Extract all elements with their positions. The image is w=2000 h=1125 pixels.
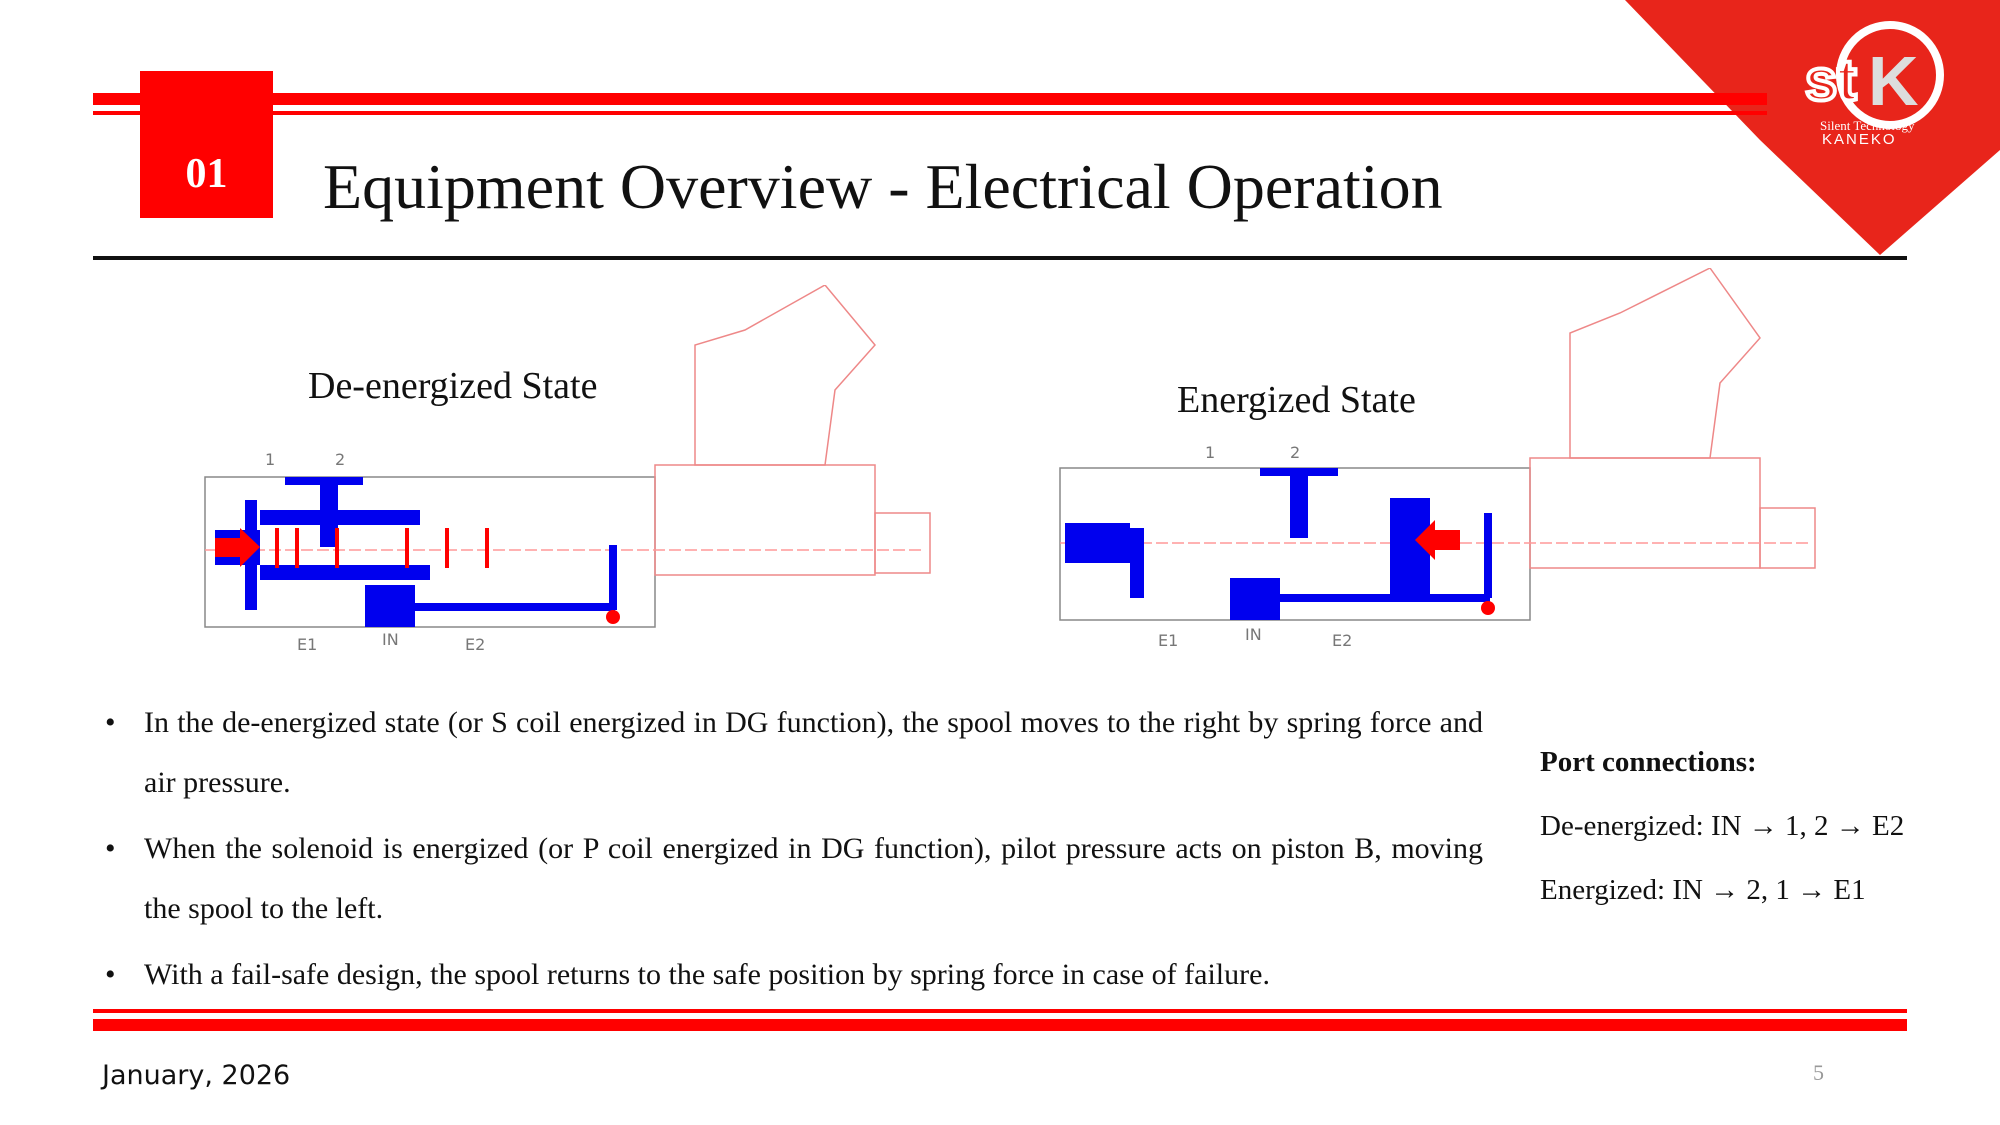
section-number: 01 [185, 151, 228, 197]
svg-text:KANEKO: KANEKO [1822, 131, 1897, 148]
bullet-item: When the solenoid is energized (or P coi… [105, 819, 1483, 939]
diagram-label-energized: Energized State [1177, 379, 1416, 421]
port-connections-energized: Energized: IN → 2, 1 → E1 [1540, 874, 1866, 906]
diagram-label-de-energized: De-energized State [308, 365, 598, 407]
port-label-e2: E2 [1332, 631, 1352, 650]
port-connections: Port connections: De-energized: IN → 1, … [1540, 730, 1904, 922]
port-label-in: IN [382, 630, 399, 649]
port-connections-de-energized: De-energized: IN → 1, 2 → E2 [1540, 810, 1905, 842]
valve-diagram-energized: 1 2 E1 IN E2 [1059, 268, 1816, 650]
port-label-e2: E2 [465, 635, 485, 654]
port-label-1: 1 [265, 450, 275, 469]
footer-rule-thin [93, 1009, 1907, 1013]
header-rule-thin [93, 111, 1767, 115]
footer-rule-thick [93, 1019, 1907, 1031]
port-label-e1: E1 [297, 635, 317, 654]
bullet-list: In the de-energized state (or S coil ene… [105, 693, 1483, 1011]
svg-text:K: K [1868, 42, 1919, 120]
kaneko-logo: st K Silent Technology KANEKO [1625, 0, 2000, 255]
port-label-1: 1 [1205, 443, 1215, 462]
section-number-badge: 01 [140, 71, 273, 218]
port-label-2: 2 [1290, 443, 1300, 462]
page-title: Equipment Overview - Electrical Operatio… [323, 151, 1443, 222]
title-underline [93, 256, 1907, 260]
port-label-e1: E1 [1158, 631, 1178, 650]
valve-diagram-de-energized: 1 2 E1 IN E2 [204, 285, 931, 654]
header-rule-thick [93, 93, 1767, 105]
bullet-item: With a fail-safe design, the spool retur… [105, 945, 1483, 1005]
svg-text:Silent Technology: Silent Technology [1820, 118, 1915, 133]
port-label-in: IN [1245, 625, 1262, 644]
page-number: 5 [1813, 1060, 1824, 1085]
bullet-item: In the de-energized state (or S coil ene… [105, 693, 1483, 813]
port-label-2: 2 [335, 450, 345, 469]
footer-date: January, 2026 [102, 1060, 291, 1091]
svg-text:st: st [1805, 48, 1857, 113]
port-connections-heading: Port connections: [1540, 746, 1757, 778]
